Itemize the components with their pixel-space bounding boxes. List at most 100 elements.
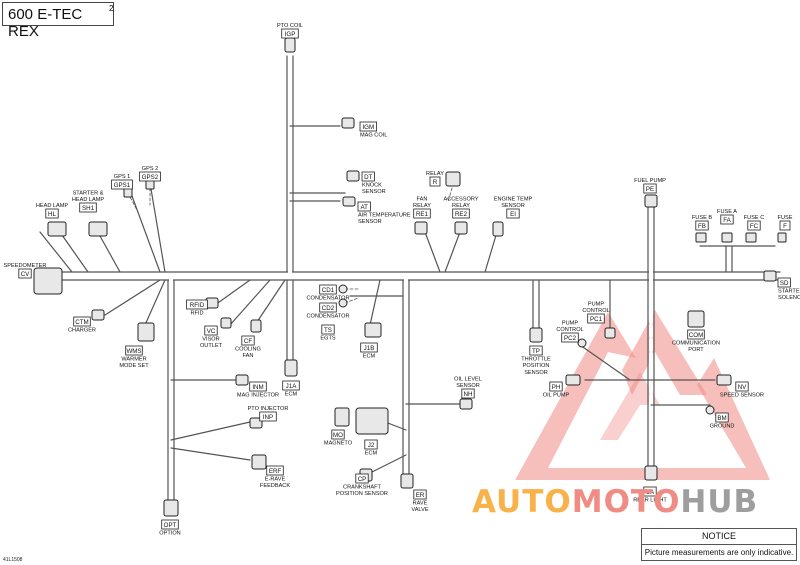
label-box-cd2 — [319, 302, 337, 313]
component-name-dt-line-2: SENSOR — [362, 189, 386, 195]
component-name-opt: OPTION — [159, 531, 180, 537]
component-code-sh1: SH1 — [82, 205, 95, 212]
label-box-hl — [45, 208, 59, 219]
component-name-nv: SPEED SENSOR — [720, 393, 764, 399]
component-code-fc: FC — [750, 223, 759, 230]
component-name-re2-line-2: RELAY — [452, 203, 470, 209]
component-name-ctm: CHARGER — [68, 328, 96, 334]
component-name-j1a: ECM — [285, 392, 298, 398]
label-box-pc2 — [561, 332, 579, 343]
label-box-mo — [331, 429, 345, 440]
component-code-tp: TP — [532, 348, 540, 355]
condensator-1-icon — [338, 284, 348, 294]
component-name-rfid: RFID — [190, 311, 203, 317]
visor-outlet-connector-icon — [220, 317, 232, 329]
rfid-connector-icon — [205, 297, 219, 309]
ground-icon — [705, 405, 715, 415]
component-code-igp: IGP — [285, 31, 296, 38]
label-box-sd — [777, 277, 791, 288]
label-box-cd1 — [319, 284, 337, 295]
fuse-b-connector-icon — [695, 232, 707, 243]
component-code-at: AT — [360, 204, 368, 211]
component-code-erf: ERF — [269, 468, 282, 475]
label-box-er — [413, 489, 427, 500]
component-name-r: RELAY — [426, 171, 444, 177]
component-name-pc2-line-2: CONTROL — [556, 327, 583, 333]
component-code-cv: CV — [21, 271, 30, 278]
label-box-nv — [735, 381, 749, 392]
component-name-dt-line-1: KNOCK — [362, 183, 382, 189]
component-name-igp: PTO COIL — [277, 23, 303, 29]
component-name-gps2: GPS 2 — [142, 166, 158, 172]
component-code-dt: DT — [364, 174, 372, 181]
component-name-vc-line-1: VISOR — [202, 337, 219, 343]
label-box-tp — [529, 345, 543, 356]
component-name-cp-line-1: CRANKSHAFT — [343, 485, 381, 491]
diagram-title-superscript: 2 — [109, 4, 114, 13]
component-name-igm: MAG COIL — [360, 133, 387, 139]
notice-heading: NOTICE — [642, 529, 796, 545]
relay-connector-icon — [445, 171, 461, 187]
component-name-re1-line-2: RELAY — [413, 203, 431, 209]
label-box-fc — [747, 220, 761, 231]
watermark-moto: MOTO — [571, 484, 681, 520]
label-box-j1a — [282, 380, 300, 391]
label-box-rfid — [186, 299, 208, 310]
mag-coil-connector-icon — [341, 117, 355, 129]
label-box-ts — [321, 324, 335, 335]
oil-pump-connector-icon — [565, 374, 581, 386]
label-box-re2 — [452, 208, 470, 219]
cooling-fan-connector-icon — [250, 319, 262, 333]
label-box-re1 — [413, 208, 431, 219]
component-name-cf-line-1: COOLING — [235, 347, 261, 353]
component-name-fb: FUSE B — [692, 215, 712, 221]
component-name-j1b: ECM — [363, 354, 376, 360]
label-box-ph — [549, 381, 563, 392]
label-box-gps2 — [139, 171, 161, 182]
component-name-j2: ECM — [365, 451, 378, 457]
component-code-gps2: GPS2 — [142, 174, 159, 181]
component-name-at-line-2: SENSOR — [358, 219, 382, 225]
component-code-ph: PH — [552, 384, 561, 391]
component-code-er: ER — [416, 492, 425, 499]
label-box-pc1 — [587, 313, 605, 324]
component-name-tp-line-1: THROTTLE — [521, 357, 551, 363]
connector-glyphs — [33, 37, 787, 517]
oil-level-sensor-connector-icon — [459, 398, 473, 410]
component-code-cd2: CD2 — [322, 305, 335, 312]
component-name-nh-line-1: OIL LEVEL — [454, 376, 482, 382]
label-box-wms — [125, 345, 143, 356]
starter-solenoid-connector-icon — [763, 270, 777, 282]
component-name-ei-line-2: SENSOR — [501, 203, 525, 209]
component-code-nv: NV — [738, 384, 747, 391]
component-code-nh: NH — [464, 391, 473, 398]
component-name-sd-line-1: STARTER — [778, 289, 800, 295]
watermark-text: AUTOMOTOHUB — [472, 484, 758, 520]
component-code-cd1: CD1 — [322, 287, 335, 294]
label-box-ei — [506, 208, 520, 219]
component-code-pc2: PC2 — [564, 335, 577, 342]
label-box-igp — [281, 28, 299, 39]
throttle-position-sensor-connector-icon — [529, 327, 543, 343]
accessory-relay-connector-icon — [454, 221, 468, 235]
component-name-cd2: CONDENSATOR — [307, 314, 350, 320]
component-code-inp: INP — [263, 414, 273, 421]
warmer-mode-set-connector-icon — [137, 322, 155, 342]
label-box-cp — [355, 473, 369, 484]
component-name-re1-line-1: FAN — [417, 196, 428, 202]
component-name-tp-line-2: POSITION — [523, 363, 550, 369]
fan-relay-connector-icon — [414, 221, 428, 235]
component-code-wms: WMS — [126, 348, 141, 355]
component-code-igm: IGM — [362, 124, 374, 131]
label-box-inm — [249, 381, 267, 392]
component-name-inm: MAG INJECTOR — [237, 393, 279, 399]
component-name-pc1-line-1: PUMP — [588, 301, 604, 307]
component-code-pc1: PC1 — [590, 316, 603, 323]
label-box-bm — [715, 412, 729, 423]
watermark-logo-mark — [515, 310, 770, 480]
mag-injector-connector-icon — [235, 374, 249, 386]
component-code-gps1: GPS1 — [114, 182, 131, 189]
component-name-hl: HEAD LAMP — [36, 203, 69, 209]
